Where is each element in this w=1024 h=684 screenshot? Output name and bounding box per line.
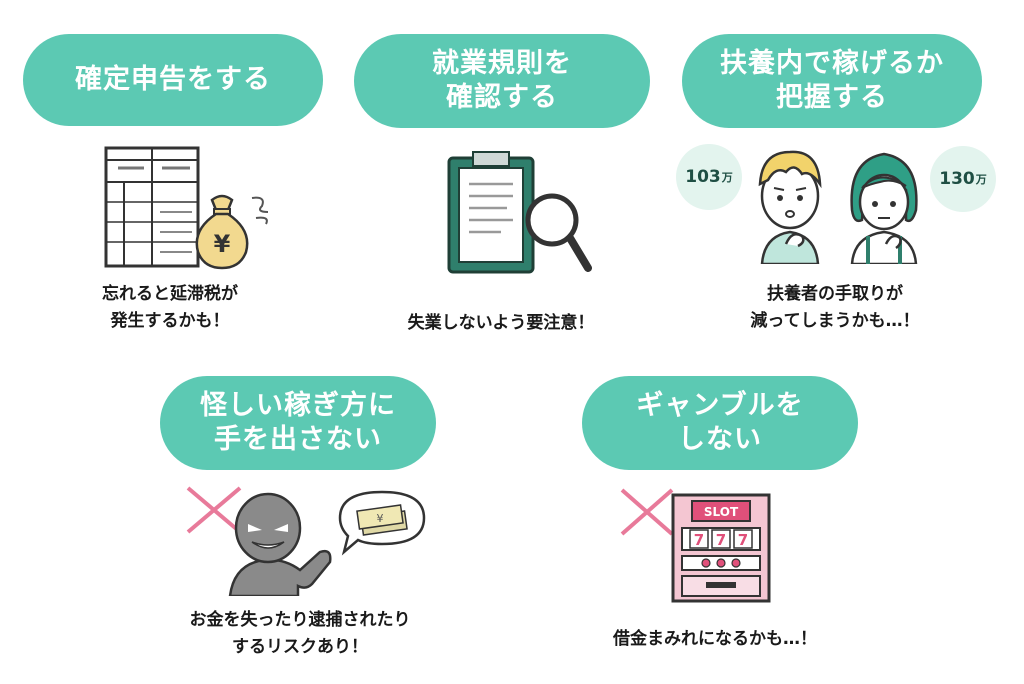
slot-reel-3: 7 [738, 531, 748, 549]
tip-2-title-line1: 就業規則を [432, 48, 572, 79]
tip-2-caption: 失業しないよう要注意！ [366, 310, 636, 337]
tip-4-caption: お金を失ったり逮捕されたり するリスクあり！ [150, 607, 450, 661]
money-bag-symbol: ¥ [214, 230, 231, 258]
slot-reel-1: 7 [694, 531, 704, 549]
tip-3-caption: 扶養者の手取りが 減ってしまうかも…！ [700, 281, 970, 335]
badge-130-number: 130 [939, 169, 975, 189]
worried-man-icon [758, 150, 822, 264]
tip-3-caption-line2: 減ってしまうかも…！ [750, 311, 920, 331]
tip-4-caption-line1: お金を失ったり逮捕されたり [189, 610, 411, 630]
tip-5-title: ギャンブルを しない [582, 376, 858, 470]
badge-130-unit: 万 [975, 173, 987, 186]
tip-1-title: 確定申告をする [23, 34, 323, 126]
tip-2-title: 就業規則を 確認する [354, 34, 650, 128]
tip-1-caption-line2: 発生するかも！ [110, 311, 230, 331]
tax-form-icon [104, 146, 200, 268]
magnifier-icon [525, 193, 592, 272]
tip-4-title-line2: 手を出さない [214, 424, 382, 455]
tip-3-title-line1: 扶養内で稼げるか [720, 48, 944, 79]
clipboard-icon [447, 151, 535, 274]
tip-1-caption: 忘れると延滞税が 発生するかも！ [60, 281, 280, 335]
tip-2-caption-line1: 失業しないよう要注意！ [407, 313, 595, 333]
tip-5-title-line2: しない [678, 424, 762, 455]
money-bag-icon: ¥ [195, 194, 269, 270]
tip-2-title-line2: 確認する [446, 82, 558, 113]
cross-mark-icon [620, 488, 674, 536]
tip-4-title: 怪しい稼ぎ方に 手を出さない [160, 376, 436, 470]
tip-1-caption-line1: 忘れると延滞税が [102, 284, 238, 304]
tip-3-title-line2: 把握する [776, 82, 888, 113]
tip-5-title-line1: ギャンブルを [636, 390, 804, 421]
worried-woman-icon [850, 152, 918, 264]
shady-person-icon [228, 492, 332, 596]
cross-mark-icon [186, 486, 242, 534]
tip-5-caption: 借金まみれになるかも…！ [580, 626, 850, 653]
slot-machine-icon: SLOT 7 7 7 [671, 493, 771, 603]
tip-3-caption-line1: 扶養者の手取りが [767, 284, 903, 304]
badge-103-unit: 万 [721, 171, 733, 184]
banknote-symbol: ¥ [377, 512, 384, 525]
tip-4-title-line1: 怪しい稼ぎ方に [200, 390, 396, 421]
cash-bubble-icon: ¥ [338, 490, 426, 556]
slot-label: SLOT [704, 505, 739, 519]
tip-5-caption-line1: 借金まみれになるかも…！ [613, 629, 817, 649]
tip-4-caption-line2: するリスクあり！ [232, 637, 368, 657]
slot-reel-2: 7 [716, 531, 726, 549]
tip-3-title: 扶養内で稼げるか 把握する [682, 34, 982, 128]
badge-103-number: 103 [685, 167, 721, 187]
tip-1-title-line1: 確定申告をする [75, 64, 271, 95]
